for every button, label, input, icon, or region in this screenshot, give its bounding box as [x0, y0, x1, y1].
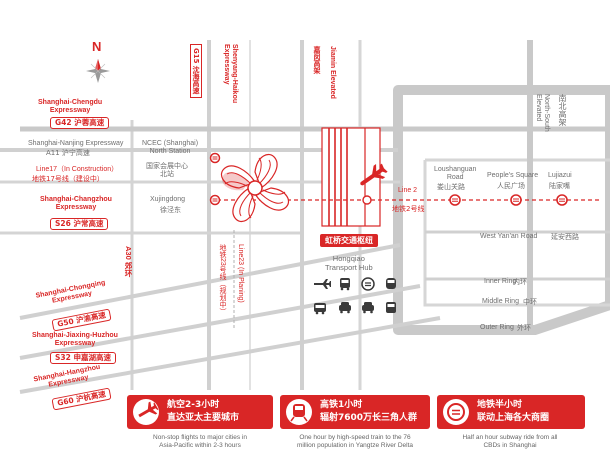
- jiamin-label: Jiamin Elevated: [329, 46, 336, 99]
- line23-label: Line23 (In Planing): [237, 244, 244, 303]
- a30-label: A30 郊环: [124, 246, 133, 277]
- shanghai-chengdu-label: Shanghai-Chengdu Expressway: [38, 99, 103, 114]
- feature-train: 高铁1小时 辐射7600万长三角人群: [280, 395, 430, 429]
- metro-station-lujiazui: [556, 194, 568, 206]
- shuttle-icon: [386, 302, 396, 313]
- train-small-icon: [386, 278, 396, 289]
- plane-small-icon: [314, 279, 331, 289]
- metro-station-hub: [362, 195, 372, 205]
- metro-station-loushanguan: [449, 194, 461, 206]
- shanghai-changzhou-label: Shanghai-Changzhou Expressway: [40, 196, 112, 211]
- train-icon: [286, 399, 312, 425]
- inner-ring-label: Inner Ring: [484, 278, 517, 285]
- feature-train-caption: One hour by high-speed train to the 76 m…: [296, 434, 414, 449]
- airplane-icon: [360, 163, 388, 186]
- outer-ring-cn-label: 外环: [517, 324, 531, 332]
- north-south-cn-label: 南北高架: [558, 94, 567, 126]
- metro-icon: [443, 399, 469, 425]
- inner-ring-cn-label: 内环: [513, 278, 527, 286]
- line17-label: Line17（In Construction）: [36, 166, 119, 173]
- hub-badge[interactable]: 虹桥交通枢纽: [320, 234, 378, 247]
- feature-metro-caption: Half an hour subway ride from all CBDs i…: [462, 434, 558, 449]
- hub-en-label: Hongqiao Transport Hub: [325, 254, 373, 272]
- xujingdong-label: Xujingdong: [150, 196, 186, 203]
- lujiazui-cn-label: 陆家嘴: [549, 182, 570, 190]
- feature-train-line1: 高铁1小时: [320, 400, 363, 410]
- shenyang-haikou-label: Shenyang-Haikou Expressway: [223, 44, 238, 104]
- metro-station-peoples-square: [510, 194, 522, 206]
- feature-flights: 航空2-3小时 直达亚太主要城市: [127, 395, 273, 429]
- feature-flights-line2: 直达亚太主要城市: [167, 413, 240, 423]
- coach-icon: [314, 303, 326, 315]
- g42-badge[interactable]: G42 沪蓉高速: [50, 117, 110, 129]
- line2-cn-label: 地铁2号线: [392, 205, 425, 213]
- loushanguan-label: Loushanguan Road: [434, 166, 477, 181]
- ncec-label: NCEC (Shanghai) North Station: [142, 140, 199, 155]
- compass-icon: [86, 59, 110, 83]
- middle-ring-cn-label: 中环: [523, 298, 537, 306]
- g60-road: [19, 316, 441, 394]
- middle-ring-label: Middle Ring: [482, 298, 519, 305]
- jiamin-cn-label: 嘉闵高架: [313, 46, 320, 74]
- hub-transport-icons: [314, 277, 396, 315]
- metro-ring-icon: [361, 277, 375, 291]
- metro-station-necc: [209, 152, 221, 164]
- g50-road: [19, 243, 401, 320]
- north-south-label: North-South Elevated: [535, 94, 550, 132]
- feature-metro-line1: 地铁半小时: [477, 400, 523, 410]
- s26-badge[interactable]: S26 沪常高速: [50, 218, 109, 230]
- line23-cn-label: 地铁23号线（规划中）: [219, 244, 226, 315]
- ncec-clover-icon: [220, 153, 290, 223]
- xujingdong-cn-label: 徐泾东: [160, 206, 181, 214]
- feature-flights-caption: Non-stop flights to major cities in Asia…: [153, 434, 247, 449]
- shanghai-nanjing-label: Shanghai-Nanjing Expressway: [28, 140, 124, 147]
- feature-metro: 地铁半小时 联动上海各大商圈: [437, 395, 585, 429]
- middle-ring-road: [393, 85, 610, 335]
- a11-label: A11 沪宁高速: [46, 149, 90, 157]
- peoples-square-label: People's Square: [487, 172, 539, 179]
- ncec-cn-label: 国家会展中心 北站: [146, 162, 188, 178]
- outer-ring-label: Outer Ring: [480, 324, 514, 331]
- feature-metro-line2: 联动上海各大商圈: [477, 413, 550, 423]
- compass-north-label: N: [92, 39, 102, 54]
- taxi-icon: [362, 302, 374, 314]
- west-yanan-cn-label: 延安西路: [551, 233, 579, 241]
- feature-flights-line1: 航空2-3小时: [167, 400, 220, 410]
- line2-label: Line 2: [398, 187, 418, 194]
- lujiazui-label: Lujiazui: [548, 172, 572, 179]
- car-icon: [339, 302, 351, 314]
- g15-badge[interactable]: G15 沈海高速: [190, 44, 202, 98]
- peoples-square-cn-label: 人民广场: [497, 182, 525, 190]
- bus-icon: [340, 278, 350, 291]
- s32-badge[interactable]: S32 申嘉湖高速: [50, 352, 116, 364]
- inner-ring-road: [423, 158, 610, 307]
- loushanguan-cn-label: 娄山关路: [437, 183, 465, 191]
- feature-train-line2: 辐射7600万长三角人群: [320, 413, 418, 423]
- airplane-icon: [133, 399, 159, 425]
- west-yanan-label: West Yan'an Road: [480, 233, 538, 240]
- shanghai-jiaxing-huzhou-label: Shanghai-Jiaxing-Huzhou Expressway: [32, 332, 118, 347]
- line17-cn-label: 地铁17号线（建设中）: [32, 175, 104, 183]
- metro-station-xujingdong: [209, 194, 221, 206]
- s32-road: [19, 284, 421, 360]
